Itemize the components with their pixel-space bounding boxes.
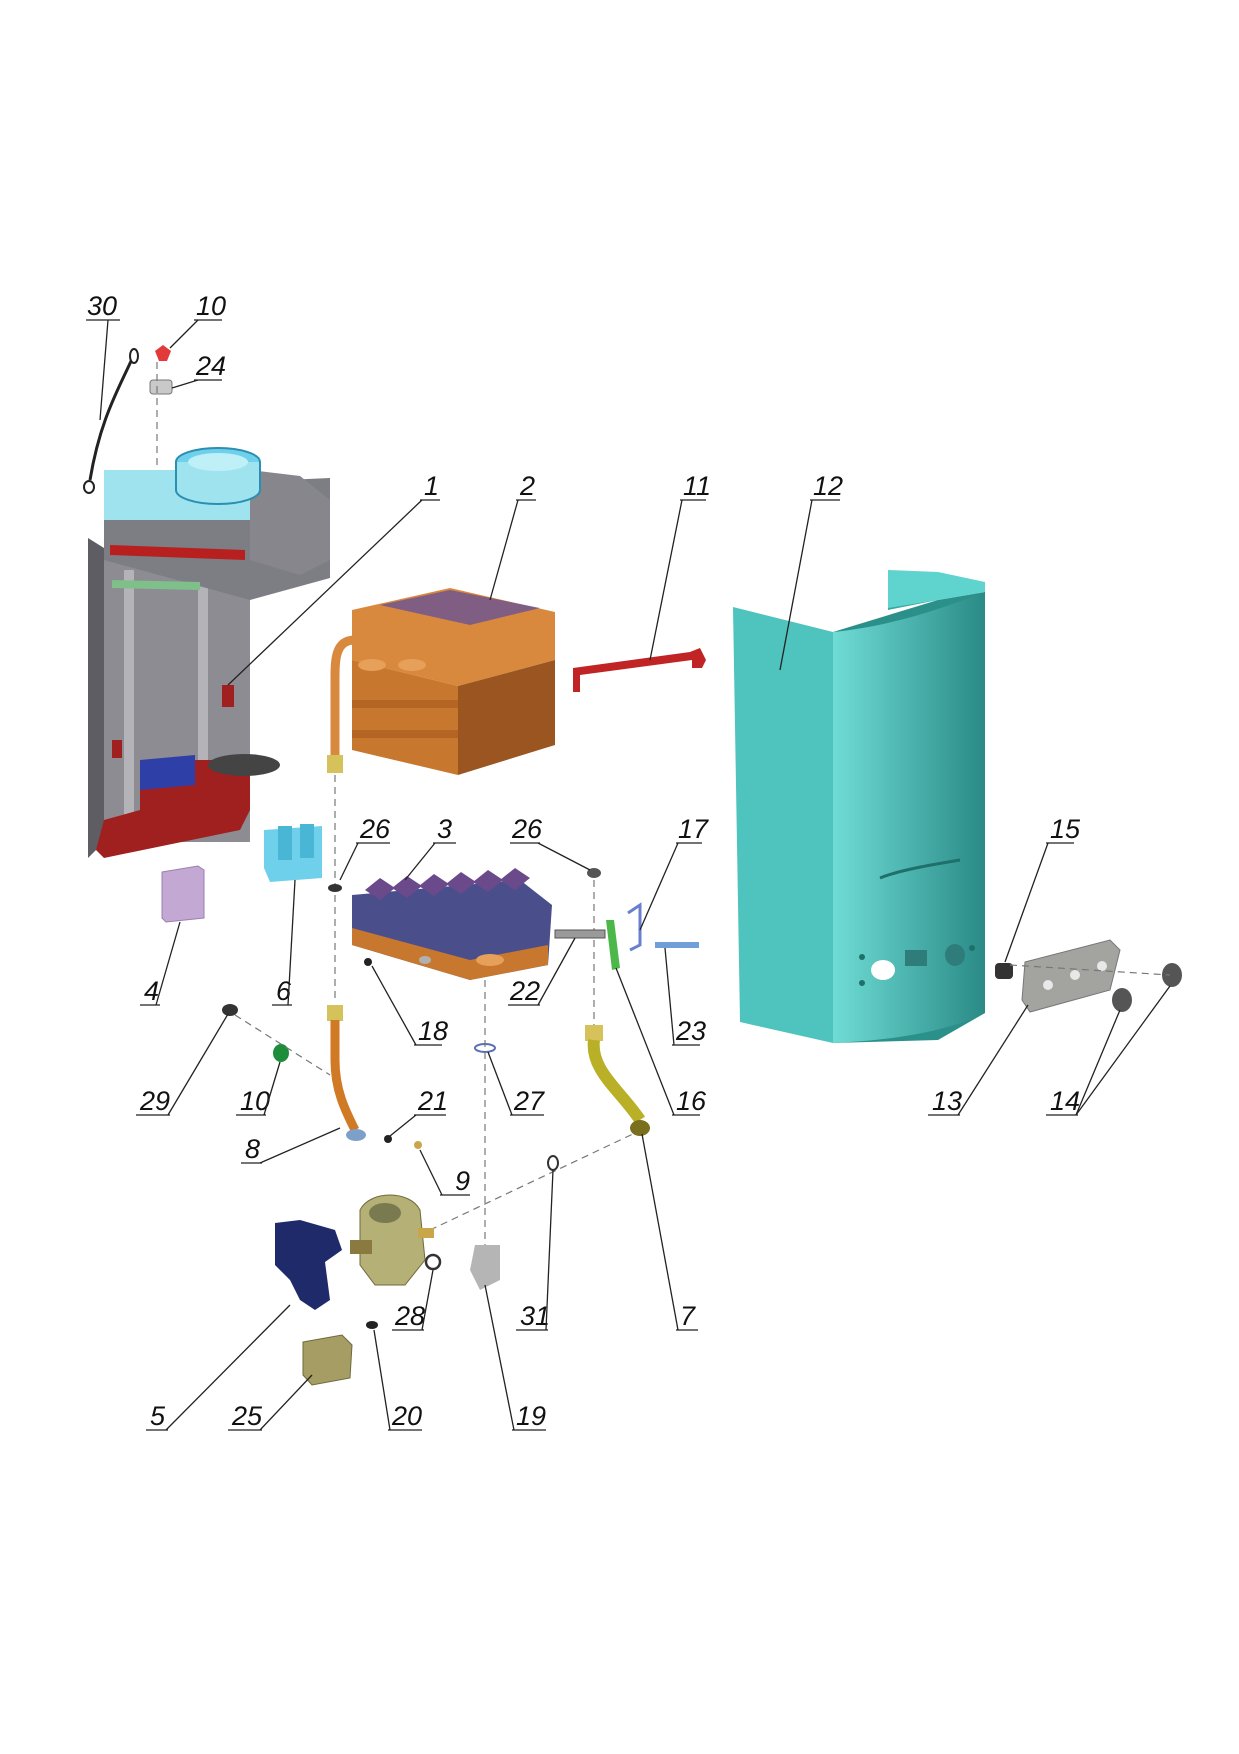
label-11: 11 [649, 471, 711, 661]
label-28: 28 [392, 1269, 434, 1331]
part-gas-valve-body [350, 1194, 434, 1286]
part-9-screw [414, 1141, 422, 1149]
svg-text:11: 11 [683, 471, 711, 501]
svg-text:8: 8 [245, 1134, 260, 1164]
svg-text:15: 15 [1050, 814, 1081, 844]
label-3: 3 [404, 814, 456, 881]
part-1-frame-and-hood [88, 447, 330, 858]
part-23-rod [655, 942, 699, 948]
part-31-oring [547, 1155, 559, 1171]
svg-text:24: 24 [195, 351, 226, 381]
label-23: 23 [664, 947, 706, 1046]
label-29: 29 [136, 1013, 229, 1116]
part-29-fitting [222, 1004, 238, 1016]
label-1: 1 [227, 471, 440, 686]
part-16-electrode [606, 920, 620, 970]
label-4: 4 [140, 921, 181, 1006]
part-15-knob-spindle [995, 963, 1013, 979]
part-24-sensor [149, 379, 173, 395]
part-18-screw [364, 958, 372, 966]
svg-text:12: 12 [813, 471, 843, 501]
svg-text:19: 19 [516, 1401, 546, 1431]
label-19: 19 [484, 1284, 546, 1431]
label-7: 7 [641, 1133, 698, 1331]
label-20: 20 [373, 1329, 422, 1431]
part-19-elbow-fitting [470, 1245, 500, 1290]
part-25-solenoid [302, 1334, 353, 1386]
part-11-red-bracket [573, 648, 706, 692]
svg-text:18: 18 [418, 1016, 448, 1046]
part-2-heat-exchanger [327, 588, 555, 775]
svg-text:3: 3 [437, 814, 452, 844]
svg-text:26: 26 [511, 814, 543, 844]
part-10-clip-top [155, 345, 171, 361]
part-17-electrode-wire [627, 902, 642, 952]
part-26-washer-left [328, 884, 342, 892]
label-26-right: 26 [510, 814, 591, 871]
part-5-water-valve [275, 1220, 342, 1310]
label-13: 13 [928, 1004, 1029, 1116]
svg-text:16: 16 [676, 1086, 707, 1116]
svg-text:26: 26 [359, 814, 391, 844]
label-30: 30 [86, 291, 120, 421]
label-26-left: 26 [339, 814, 391, 881]
svg-text:9: 9 [455, 1166, 470, 1196]
svg-text:7: 7 [680, 1301, 696, 1331]
svg-text:17: 17 [678, 814, 709, 844]
label-15: 15 [1004, 814, 1081, 963]
svg-text:30: 30 [87, 291, 117, 321]
svg-text:25: 25 [231, 1401, 263, 1431]
label-10-top: 10 [169, 291, 226, 349]
svg-text:4: 4 [144, 976, 159, 1006]
part-8-copper-pipe [327, 1005, 366, 1141]
part-3-burner [352, 868, 552, 980]
svg-text:23: 23 [675, 1016, 706, 1046]
label-31: 31 [516, 1169, 554, 1331]
svg-text:20: 20 [391, 1401, 422, 1431]
svg-text:21: 21 [417, 1086, 448, 1116]
label-21: 21 [389, 1086, 448, 1137]
part-12-front-cover [733, 570, 985, 1043]
label-16: 16 [615, 967, 707, 1116]
label-2: 2 [489, 471, 536, 601]
label-10-lower: 10 [236, 1061, 281, 1116]
label-12: 12 [779, 471, 843, 671]
part-26-washer-right [587, 868, 601, 878]
label-25: 25 [228, 1374, 313, 1431]
part-4-lilac-block [161, 865, 205, 923]
part-28-oring [424, 1253, 442, 1271]
svg-text:2: 2 [519, 471, 535, 501]
part-14-knobs [1112, 963, 1182, 1012]
part-30-ignition-cable [83, 348, 139, 494]
part-6-light-blue-block [264, 824, 322, 882]
label-22: 22 [508, 937, 576, 1006]
part-13-knob-plate [1021, 939, 1121, 1013]
label-17: 17 [639, 814, 709, 931]
label-5: 5 [146, 1304, 291, 1431]
svg-text:14: 14 [1050, 1086, 1080, 1116]
part-7-gas-pipe [585, 1025, 650, 1136]
svg-text:5: 5 [150, 1401, 166, 1431]
svg-text:22: 22 [509, 976, 540, 1006]
part-10-clip-lower [273, 1044, 289, 1062]
part-22-electrode [554, 929, 606, 939]
label-9: 9 [419, 1149, 470, 1196]
part-20-nut [366, 1321, 378, 1329]
svg-text:31: 31 [520, 1301, 550, 1331]
label-18: 18 [371, 965, 448, 1046]
svg-text:1: 1 [424, 471, 439, 501]
label-6: 6 [272, 879, 296, 1006]
svg-text:10: 10 [196, 291, 226, 321]
svg-text:27: 27 [513, 1086, 545, 1116]
label-8: 8 [241, 1127, 341, 1164]
part-21-nut [384, 1135, 392, 1143]
svg-text:28: 28 [394, 1301, 425, 1331]
svg-text:29: 29 [139, 1086, 170, 1116]
label-27: 27 [487, 1051, 545, 1116]
svg-text:13: 13 [932, 1086, 962, 1116]
label-24: 24 [171, 351, 226, 389]
label-14: 14 [1046, 985, 1171, 1116]
